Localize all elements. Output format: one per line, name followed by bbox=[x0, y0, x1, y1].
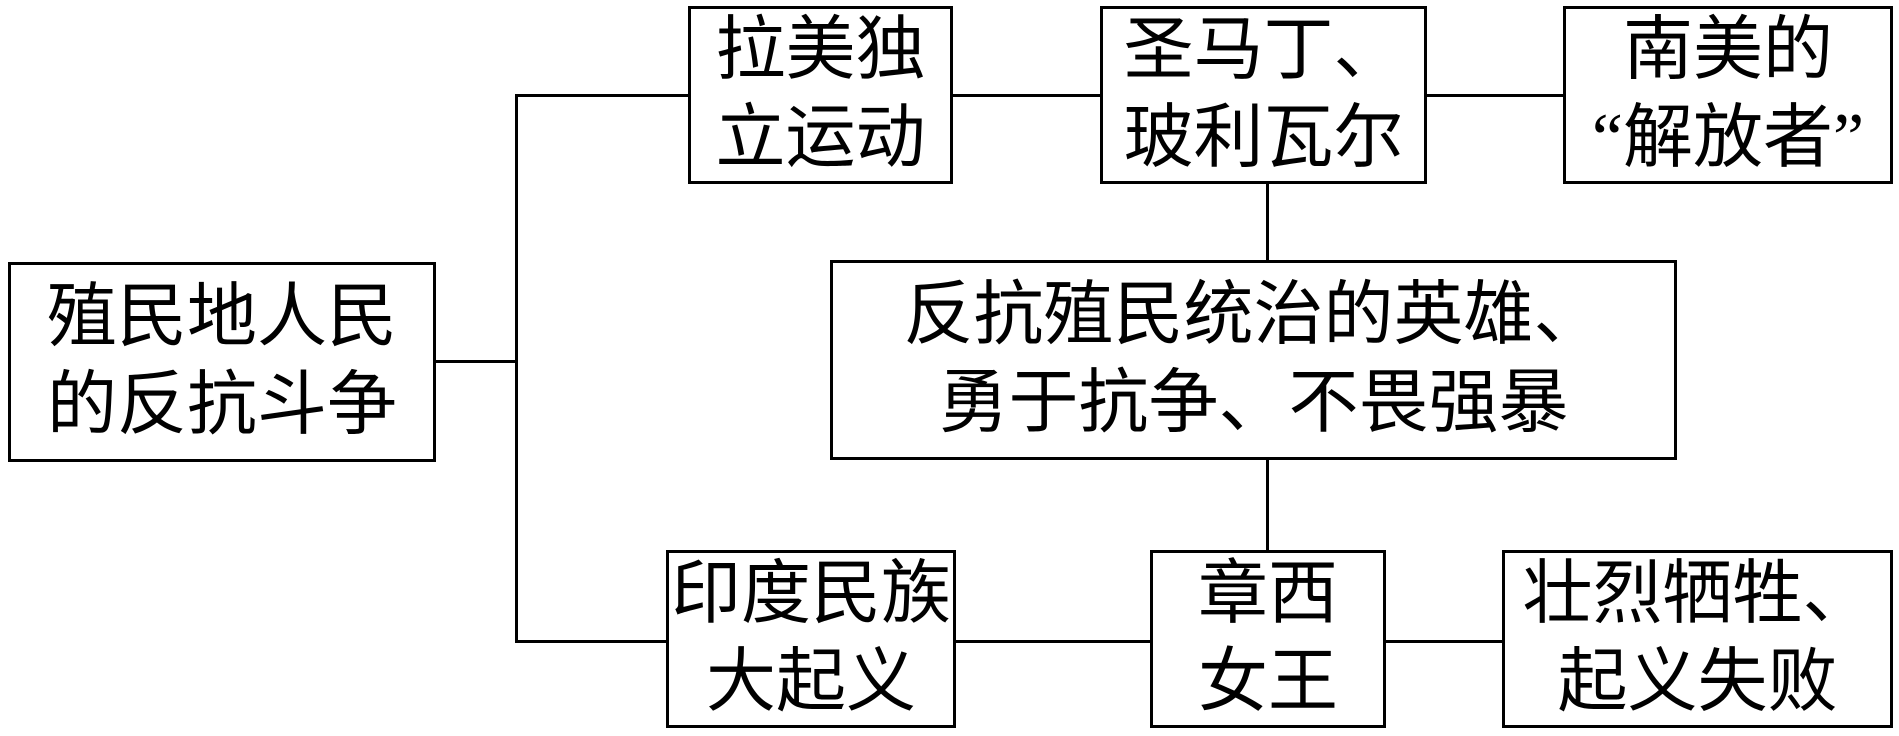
node-text-line: 章西 bbox=[1198, 556, 1338, 633]
connector-jhansi-to-sacrifice bbox=[1386, 640, 1502, 643]
connector-india-to-jhansi bbox=[956, 640, 1150, 643]
node-text-line: 南美的 bbox=[1623, 12, 1833, 89]
node-text-line: 大起义 bbox=[706, 644, 916, 721]
node-latin-america-movement: 拉美独 立运动 bbox=[688, 6, 953, 184]
node-text-line: 殖民地人民 bbox=[47, 279, 397, 356]
node-text-line: 反抗殖民统治的英雄、 bbox=[903, 277, 1604, 354]
connector-san-martin-to-heroes bbox=[1266, 184, 1269, 262]
node-south-america-liberator: 南美的 “解放者” bbox=[1563, 6, 1893, 184]
connector-root-to-latin-america bbox=[515, 94, 691, 97]
node-sacrifice-failure: 壮烈牺牲、 起义失败 bbox=[1502, 550, 1893, 728]
node-text-line: 女王 bbox=[1198, 644, 1338, 721]
node-text-line: 印度民族 bbox=[671, 556, 951, 633]
node-colonial-people-resistance: 殖民地人民 的反抗斗争 bbox=[8, 262, 436, 462]
connector-heroes-to-jhansi bbox=[1266, 460, 1269, 552]
node-text-line: 立运动 bbox=[715, 100, 926, 177]
node-anti-colonial-heroes: 反抗殖民统治的英雄、 勇于抗争、不畏强暴 bbox=[830, 260, 1677, 460]
node-text-line: 圣马丁、 bbox=[1123, 12, 1404, 89]
connector-branch-vertical bbox=[515, 94, 518, 643]
node-san-martin-bolivar: 圣马丁、 玻利瓦尔 bbox=[1100, 6, 1427, 184]
node-text-line: 拉美独 bbox=[715, 12, 926, 89]
node-india-national-uprising: 印度民族 大起义 bbox=[666, 550, 956, 728]
node-text-line: 玻利瓦尔 bbox=[1123, 100, 1404, 177]
node-text-line: 起义失败 bbox=[1557, 644, 1838, 721]
node-text-line: “解放者” bbox=[1591, 100, 1865, 177]
connector-root-branch bbox=[436, 360, 517, 363]
node-text-line: 壮烈牺牲、 bbox=[1522, 556, 1873, 633]
connector-san-martin-to-liberator bbox=[1427, 94, 1563, 97]
node-text-line: 的反抗斗争 bbox=[47, 367, 397, 444]
node-text-line: 勇于抗争、不畏强暴 bbox=[938, 365, 1569, 442]
node-queen-of-jhansi: 章西 女王 bbox=[1150, 550, 1386, 728]
connector-root-to-india-uprising bbox=[515, 640, 669, 643]
connector-latin-to-san-martin bbox=[953, 94, 1100, 97]
